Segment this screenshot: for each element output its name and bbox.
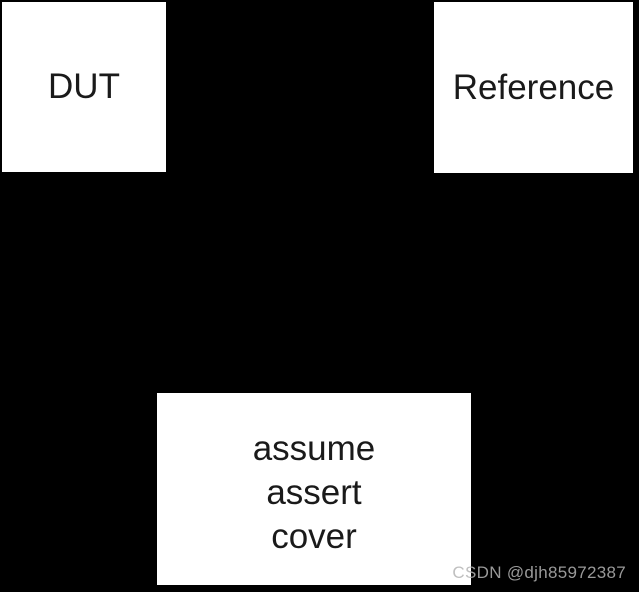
- checker-node: assume assert cover: [157, 393, 471, 585]
- watermark: CSDN @djh85972387: [452, 563, 626, 582]
- reference-node: Reference: [434, 2, 633, 173]
- checker-line-assume: assume: [252, 429, 376, 468]
- checker-line-cover: cover: [271, 517, 357, 556]
- dut-label: DUT: [48, 67, 120, 106]
- dut-node: DUT: [2, 2, 166, 172]
- reference-label: Reference: [452, 67, 615, 107]
- checker-line-assert: assert: [266, 473, 362, 512]
